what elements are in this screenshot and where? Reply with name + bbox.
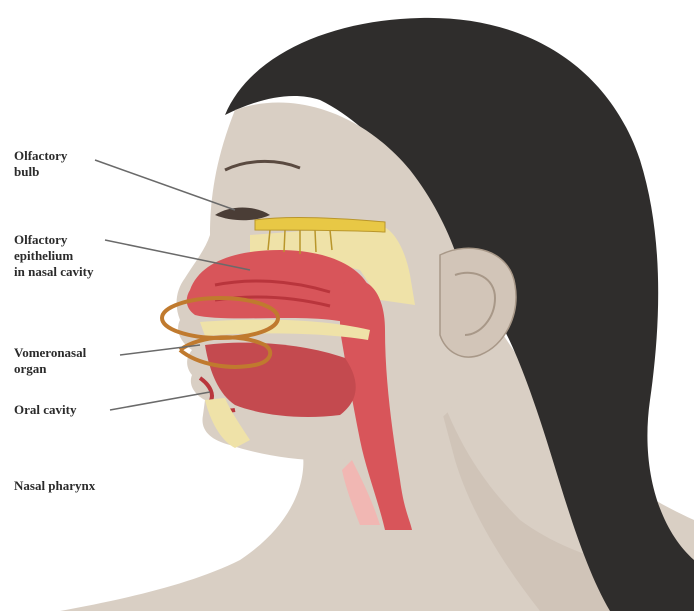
leader-line-oral-cavity bbox=[110, 392, 210, 410]
label-vomeronasal-organ: Vomeronasal organ bbox=[14, 345, 86, 377]
label-olfactory-bulb: Olfactory bulb bbox=[14, 148, 67, 180]
label-nasal-pharynx: Nasal pharynx bbox=[14, 478, 95, 494]
label-oral-cavity: Oral cavity bbox=[14, 402, 76, 418]
label-olfactory-epithelium: Olfactory epithelium in nasal cavity bbox=[14, 232, 93, 280]
